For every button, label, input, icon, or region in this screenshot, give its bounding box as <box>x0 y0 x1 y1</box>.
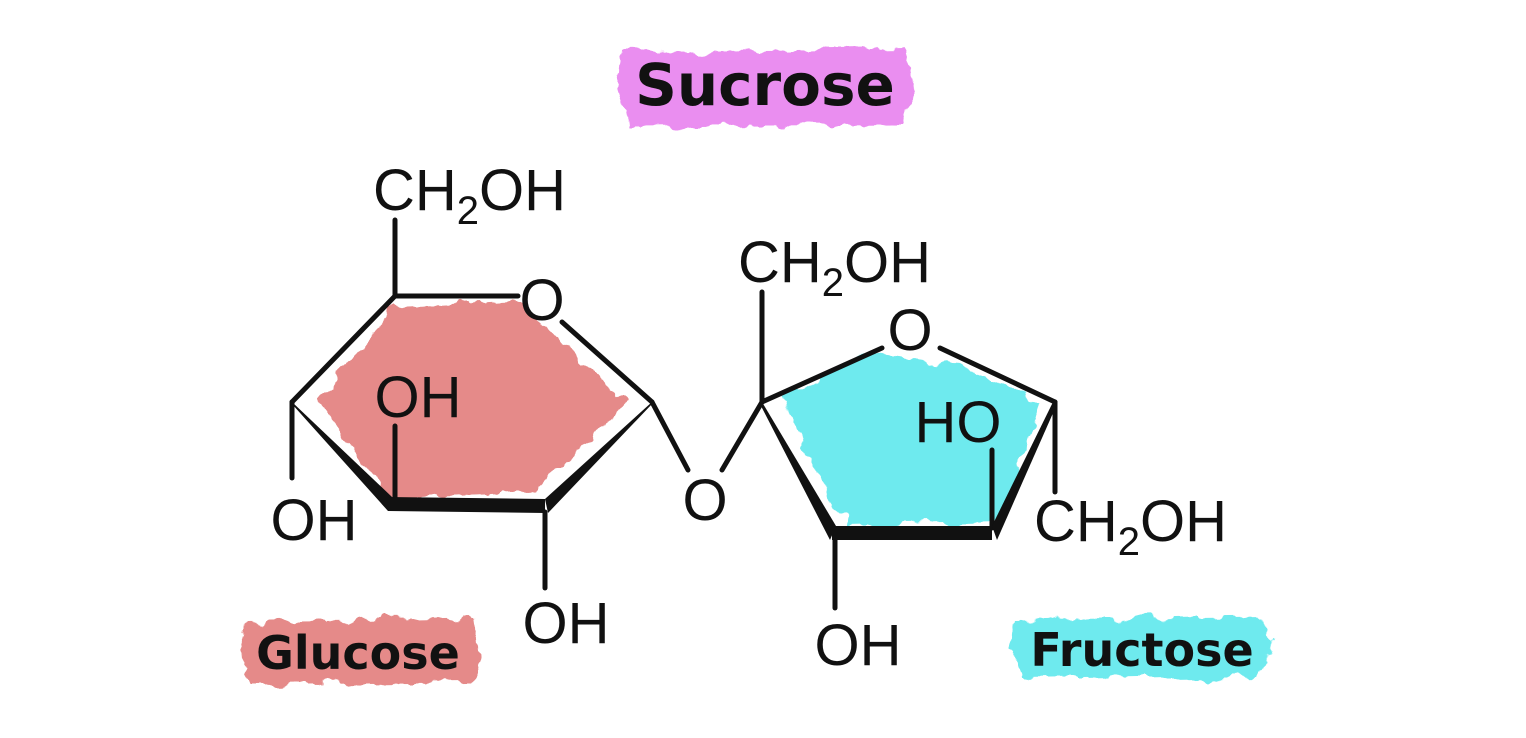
fructose-label-highlight <box>1012 616 1272 680</box>
fructose-wedge-left <box>760 402 836 540</box>
fructose-wedge-right <box>992 402 1057 540</box>
glucose-ring-oxygen: O <box>519 268 564 333</box>
glucose-oh-left: OH <box>271 488 358 553</box>
glucose-oh-inner: OH <box>375 365 462 430</box>
glucose-wedge-right <box>545 402 652 513</box>
fructose-wedge-bottom <box>832 526 992 540</box>
glucose-ring-bonds <box>289 217 691 591</box>
fructose-ho-inner: HO <box>915 390 1002 455</box>
glucose-label: Glucose <box>256 626 460 680</box>
glycosidic-oxygen: O <box>682 468 727 533</box>
title: Sucrose <box>635 51 895 119</box>
fructose-oh-bottom: OH <box>815 613 902 678</box>
glucose-wedge-left <box>292 402 392 511</box>
fructose-ring-highlight <box>780 352 1040 526</box>
glucose-label-highlight <box>240 618 480 684</box>
fructose-label: Fructose <box>1030 623 1253 677</box>
fructose-ring-oxygen: O <box>887 298 932 363</box>
fructose-ring-bonds <box>719 289 1058 611</box>
glucose-wedge-bottom <box>388 497 545 513</box>
glucose-oh-bottom: OH <box>523 591 610 656</box>
glucose-ch2oh-top: CH2OH <box>373 158 566 233</box>
fructose-ch2oh-top: CH2OH <box>738 230 931 305</box>
title-highlight <box>616 48 915 126</box>
fructose-ch2oh-right: CH2OH <box>1034 489 1227 564</box>
